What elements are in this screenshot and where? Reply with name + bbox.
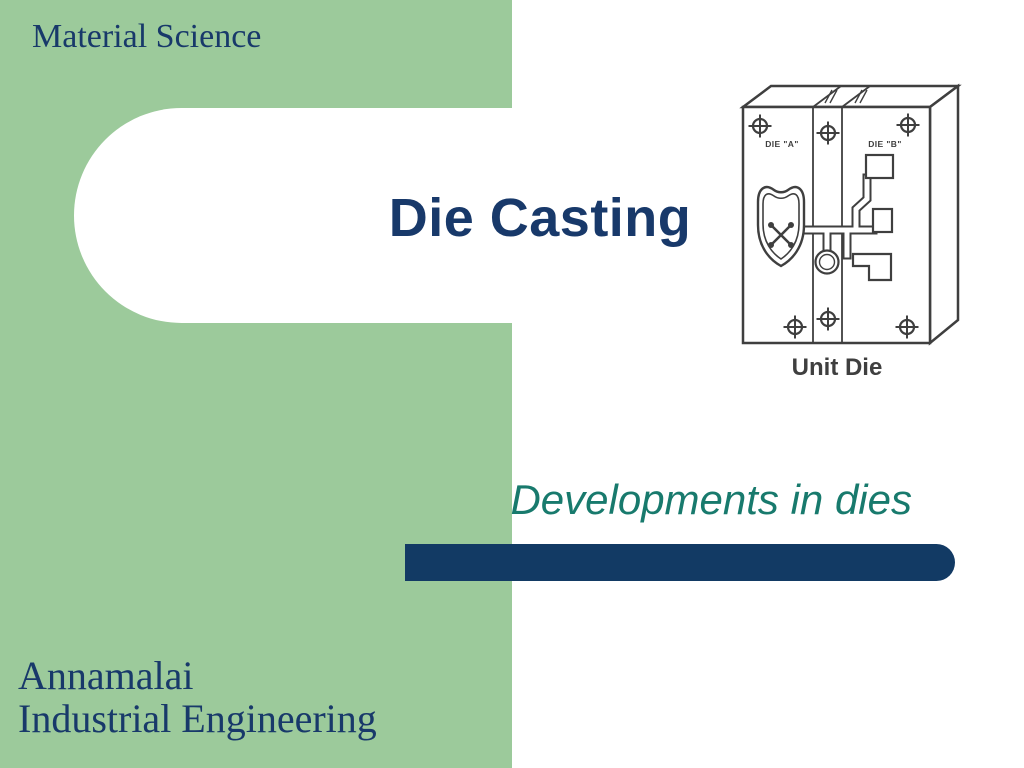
footer-line-1: Annamalai (18, 653, 194, 698)
die-b-label: DIE "B" (868, 139, 902, 149)
slide-footer: Annamalai Industrial Engineering (18, 654, 377, 740)
die-divider-lines (812, 85, 871, 343)
unit-die-diagram: DIE "A" DIE "B" (739, 83, 962, 381)
slide-subtitle: Developments in dies (510, 476, 912, 523)
top-face-break-marks (824, 89, 868, 104)
slide-title: Die Casting (388, 188, 692, 248)
die-side-face (928, 83, 960, 346)
die-b-cavities (851, 153, 895, 282)
unit-die-figure: DIE "A" DIE "B" (725, 78, 970, 388)
slide-header: Material Science (32, 18, 262, 55)
sprue-keyhole (814, 249, 840, 275)
runner-channel (799, 173, 878, 260)
footer-line-2: Industrial Engineering (18, 696, 377, 741)
figure-caption: Unit Die (792, 354, 883, 381)
die-top-face (739, 84, 962, 109)
accent-bar (405, 544, 955, 581)
die-a-cavity-shield (756, 185, 806, 268)
die-a-label: DIE "A" (765, 139, 799, 149)
white-capsule-shape (74, 108, 512, 323)
